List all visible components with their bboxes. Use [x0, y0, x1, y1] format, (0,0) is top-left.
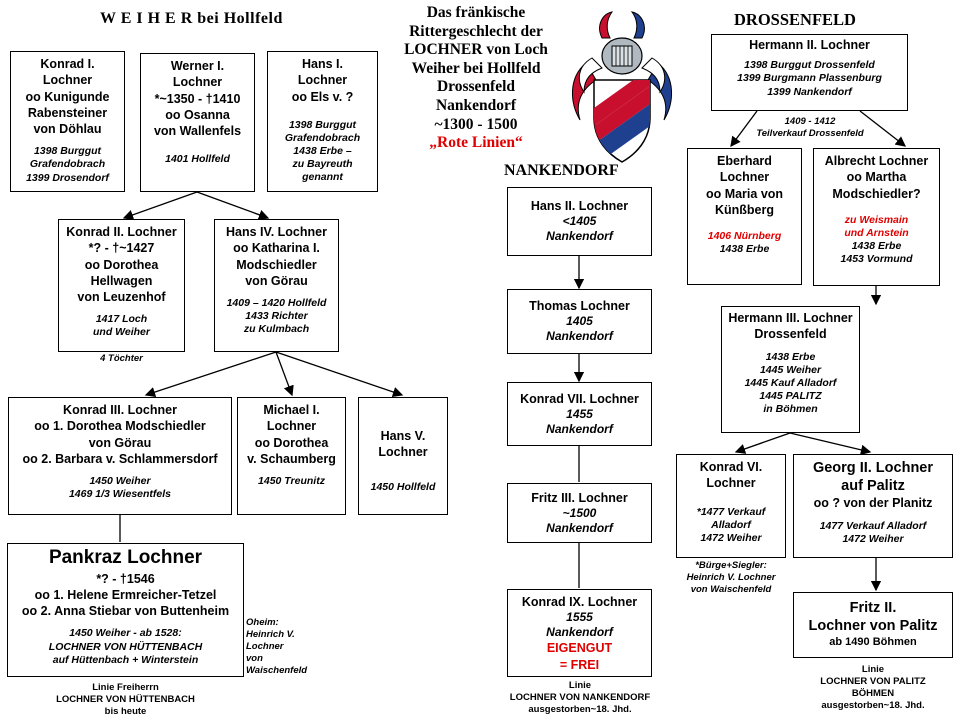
person-konrad-9: Konrad IX. Lochner 1555 Nankendorf EIGEN… — [507, 589, 652, 677]
person-details: 1409 – 1420 Hollfeld 1433 Richter zu Kul… — [226, 297, 327, 336]
person-name: Hans I. Lochner oo Els v. ? — [291, 57, 354, 104]
person-details: <1405 Nankendorf — [546, 214, 613, 244]
person-spouses: oo 1. Helene Ermreicher-Tetzel oo 2. Ann… — [21, 587, 230, 619]
eigengut-label: EIGENGUT = FREI — [546, 641, 613, 672]
coat-of-arms-icon — [571, 11, 673, 163]
person-werner-1: Werner I. Lochner *~1350 - †1410 oo Osan… — [140, 53, 255, 192]
person-name: Konrad IX. Lochner — [521, 595, 638, 609]
person-fritz-2: Fritz II. Lochner von Palitz ab 1490 Böh… — [793, 592, 953, 658]
person-details: ab 1490 Böhmen — [829, 636, 917, 649]
person-details: 1398 Burggut Grafendobrach 1399 Drosendo… — [26, 145, 109, 184]
person-name: Eberhard Lochner oo Maria von Künßberg — [705, 154, 784, 217]
person-michael-1: Michael I. Lochner oo Dorothea v. Schaum… — [237, 397, 346, 515]
arrow-hermann3-georg2 — [789, 432, 872, 455]
main-title: Das fränkische Rittergeschlecht der LOCH… — [378, 4, 574, 153]
person-name: Fritz III. Lochner — [531, 491, 628, 505]
note-oheim: Oheim: Heinrich V. Lochner von Waischenf… — [246, 617, 308, 676]
person-life: *? - †1546 — [96, 571, 155, 586]
title-line-2: Rittergeschlecht der — [409, 22, 543, 40]
person-details: 1401 Hollfeld — [165, 153, 230, 166]
person-thomas: Thomas Lochner 1405 Nankendorf — [507, 289, 652, 354]
person-name: Konrad VII. Lochner — [520, 392, 639, 406]
person-name: Hans V. Lochner — [378, 429, 428, 460]
person-details: 1438 Erbe 1445 Weiher 1445 Kauf Alladorf… — [744, 350, 837, 416]
arrow-hans4-konrad3 — [144, 351, 277, 398]
person-name: Hermann II. Lochner — [749, 38, 870, 52]
person-hans-2: Hans II. Lochner <1405 Nankendorf — [507, 187, 652, 256]
note-line-huettenbach: Linie Freiherrn LOCHNER VON HÜTTENBACH b… — [56, 682, 195, 717]
title-line-5: Drossenfeld — [436, 78, 516, 96]
person-place: zu Weismain und Arnstein — [844, 213, 909, 239]
person-name: Thomas Lochner — [529, 299, 630, 313]
person-hans-5: Hans V. Lochner 1450 Hollfeld — [358, 397, 448, 515]
heading-drossenfeld: DROSSENFELD — [734, 10, 856, 29]
person-name: Konrad I. Lochner oo Kunigunde Rabenstei… — [25, 57, 110, 136]
person-hans-1: Hans I. Lochner oo Els v. ? 1398 Burggut… — [267, 51, 378, 192]
person-details: 1450 Hollfeld — [370, 480, 436, 493]
person-details: 1450 Treunitz — [258, 475, 325, 487]
person-details: 1438 Erbe 1453 Vormund — [840, 240, 913, 266]
arrow-hermann2-eberhard — [730, 110, 758, 148]
person-details: 1450 Weiher 1469 1/3 Wiesentfels — [68, 475, 172, 501]
arrow-hermann3-konrad6 — [734, 432, 791, 454]
person-name: Konrad II. Lochner *? - †~1427 oo Doroth… — [66, 225, 177, 304]
title-line-6: Nankendorf — [435, 96, 517, 114]
person-details: 1455 Nankendorf — [546, 407, 613, 437]
person-details: 1477 Verkauf Alladorf 1472 Weiher — [819, 519, 927, 545]
arrow-werner-hans4 — [196, 191, 270, 220]
person-hans-4: Hans IV. Lochner oo Katharina I. Modschi… — [214, 219, 339, 352]
person-name: Georg II. Lochner auf Palitz — [812, 460, 934, 495]
person-details: 1417 Loch und Weiher — [93, 313, 150, 339]
person-hermann-2: Hermann II. Lochner 1398 Burggut Drossen… — [711, 34, 908, 111]
note-teilverkauf: 1409 - 1412 Teilverkauf Drossenfeld — [756, 116, 864, 139]
person-name: Hans IV. Lochner oo Katharina I. Modschi… — [226, 225, 327, 288]
person-name: Fritz II. Lochner von Palitz — [808, 600, 938, 635]
person-details: 1398 Burggut Grafendobrach 1438 Erbe – z… — [284, 118, 361, 184]
title-line-3: LOCHNER von Loch — [404, 41, 548, 59]
person-name: Pankraz Lochner — [48, 547, 203, 568]
note-line-palitz: Linie LOCHNER VON PALITZ BÖHMEN ausgesto… — [820, 664, 926, 711]
person-konrad-3: Konrad III. Lochner oo 1. Dorothea Modsc… — [8, 397, 232, 515]
person-details: 1405 Nankendorf — [546, 314, 613, 344]
person-spouse: oo ? von der Planitz — [813, 496, 933, 511]
person-konrad-2: Konrad II. Lochner *? - †~1427 oo Doroth… — [58, 219, 185, 352]
person-name: Konrad III. Lochner oo 1. Dorothea Modsc… — [22, 403, 218, 466]
heading-nankendorf: NANKENDORF — [504, 162, 619, 179]
person-georg-2: Georg II. Lochner auf Palitz oo ? von de… — [793, 454, 953, 558]
arrow-werner-konrad2 — [122, 191, 198, 220]
title-line-7: ~1300 - 1500 — [434, 115, 518, 133]
person-eberhard: Eberhard Lochner oo Maria von Künßberg 1… — [687, 148, 802, 285]
title-line-4: Weiher bei Hollfeld — [411, 59, 541, 77]
heading-weiher: W E I H E R bei Hollfeld — [100, 10, 283, 27]
note-four-daughters: 4 Töchter — [100, 353, 143, 364]
person-details: 1555 Nankendorf — [546, 610, 613, 640]
person-place: 1406 Nürnberg — [707, 230, 782, 242]
person-details: ~1500 Nankendorf — [546, 506, 613, 536]
person-name: Hermann III. Lochner Drossenfeld — [728, 311, 853, 342]
title-line-1: Das fränkische — [426, 4, 526, 21]
person-fritz-3: Fritz III. Lochner ~1500 Nankendorf — [507, 483, 652, 543]
person-name: Hans II. Lochner — [530, 199, 629, 213]
person-details: 1438 Erbe — [719, 243, 770, 256]
title-line-8: „Rote Linien“ — [429, 134, 523, 152]
person-name: Konrad VI. Lochner — [699, 460, 763, 491]
person-name: Werner I. Lochner *~1350 - †1410 oo Osan… — [153, 59, 242, 138]
note-line-nankendorf: Linie LOCHNER VON NANKENDORF ausgestorbe… — [509, 680, 651, 715]
person-hermann-3: Hermann III. Lochner Drossenfeld 1438 Er… — [721, 306, 860, 433]
person-albrecht: Albrecht Lochner oo Martha Modschiedler?… — [813, 148, 940, 286]
person-name: Albrecht Lochner oo Martha Modschiedler? — [824, 154, 929, 201]
person-pankraz: Pankraz Lochner *? - †1546 oo 1. Helene … — [7, 543, 244, 677]
person-details: *1477 Verkauf Alladorf 1472 Weiher — [696, 505, 766, 544]
arrow-hans4-hans5 — [275, 351, 404, 397]
arrow-hans4-michael — [275, 351, 294, 397]
arrow-hermann2-albrecht — [859, 110, 907, 147]
note-buerge: *Bürge+Siegler: Heinrich V. Lochner von … — [686, 560, 776, 595]
person-details: 1450 Weiher - ab 1528: LOCHNER VON HÜTTE… — [48, 627, 203, 666]
person-name: Michael I. Lochner oo Dorothea v. Schaum… — [247, 403, 336, 466]
person-konrad-7: Konrad VII. Lochner 1455 Nankendorf — [507, 382, 652, 446]
person-konrad-1: Konrad I. Lochner oo Kunigunde Rabenstei… — [10, 51, 125, 192]
person-konrad-6: Konrad VI. Lochner *1477 Verkauf Allador… — [676, 454, 786, 558]
person-details: 1398 Burggut Drossenfeld 1399 Burgmann P… — [737, 59, 882, 98]
